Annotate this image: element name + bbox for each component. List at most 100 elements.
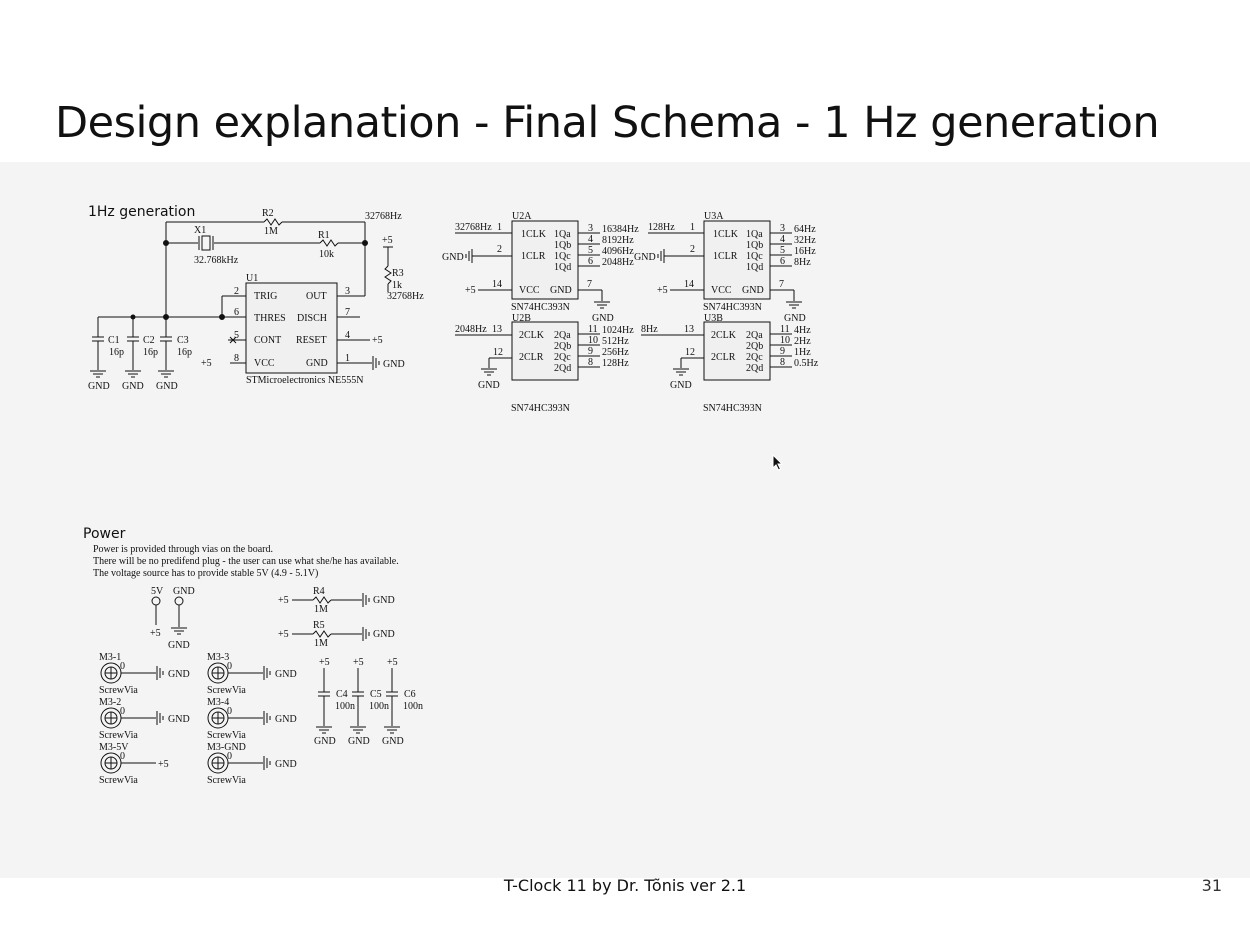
via-type: ScrewVia (207, 730, 246, 741)
via-m3-1: M3-1 0 GND ScrewVia (99, 652, 190, 696)
u3a-name: U3A (704, 211, 724, 222)
u2b-out-label: 2Qb (554, 341, 571, 352)
u1-num-vcc: 8 (234, 353, 239, 364)
u3b-out-pin: 8 (780, 357, 785, 368)
u3b-out-pin: 9 (780, 346, 785, 357)
u1-pin-cont: CONT (254, 335, 281, 346)
via-type: ScrewVia (207, 685, 246, 696)
x1-value: 32.768kHz (194, 255, 239, 266)
r4-plus: +5 (278, 595, 289, 606)
cap-c6: +5 C6 100n GND (382, 657, 423, 747)
tp-plus5: +5 (150, 628, 161, 639)
u3a-gnd-out: GND (784, 313, 806, 324)
r1-name: R1 (318, 230, 330, 241)
u2b-out-pin: 10 (588, 335, 598, 346)
slide-footer: T-Clock 11 by Dr. Tõnis ver 2.1 (503, 876, 747, 895)
u2b-part: SN74HC393N (511, 403, 570, 414)
u2a-clk-label: 1CLK (521, 229, 547, 240)
r5-name: R5 (313, 620, 325, 631)
via-pin: 0 (227, 706, 232, 717)
u2a-name: U2A (512, 211, 532, 222)
u2b-out-label: 2Qa (554, 330, 571, 341)
via-name: M3-3 (207, 652, 229, 663)
power-section-title: Power (83, 526, 126, 542)
u1-part: STMicroelectronics NE555N (246, 375, 363, 386)
via-name: M3-4 (207, 697, 229, 708)
power-desc-1: Power is provided through vias on the bo… (93, 544, 273, 555)
via-net: GND (168, 669, 190, 680)
u3b-out-freq: 1Hz (794, 347, 811, 358)
u2a-clr-pin: 2 (497, 244, 502, 255)
u3a-out-freq: 8Hz (794, 257, 811, 268)
u3a-gnd-pin: 7 (779, 279, 784, 290)
u1-vcc-plus5: +5 (201, 358, 212, 369)
cap-top: +5 (353, 657, 364, 668)
plus5-top: +5 (382, 235, 393, 246)
gen-section-title: 1Hz generation (88, 204, 195, 220)
r3-value: 1k (392, 280, 402, 291)
u1-num-gnd: 1 (345, 353, 350, 364)
cap-c5: +5 C5 100n GND (348, 657, 389, 747)
r5-plus: +5 (278, 629, 289, 640)
u1-num-cont: 5 (234, 330, 239, 341)
u2a-out-label: 1Qa (554, 229, 571, 240)
r5-gnd: GND (373, 629, 395, 640)
u3a-vcc-in: +5 (657, 285, 668, 296)
via-m3-gnd: M3-GND 0 GND ScrewVia (207, 742, 297, 786)
u2b-out-freq: 128Hz (602, 358, 629, 369)
u3a-out-freq: 64Hz (794, 224, 816, 235)
u2a-clk-pin: 1 (497, 222, 502, 233)
via-pin: 0 (120, 706, 125, 717)
c3-value: 16p (177, 347, 192, 358)
u1-pin-trig: TRIG (254, 291, 277, 302)
u2a-out-label: 1Qc (554, 251, 571, 262)
via-net: GND (275, 759, 297, 770)
via-name: M3-5V (99, 742, 129, 753)
u3b-name: U3B (704, 313, 723, 324)
u3a-outputs: 1Qa 1Qb 1Qc 1Qd 3 4 5 6 64Hz 32Hz 16Hz 8… (746, 223, 816, 273)
u3a-clr-pin: 2 (690, 244, 695, 255)
tp-gnd-label: GND (173, 586, 195, 597)
u2b-out-pin: 11 (588, 324, 598, 335)
u2b-out-freq: 512Hz (602, 336, 629, 347)
u1-gnd-label: GND (383, 359, 405, 370)
cap-value: 100n (369, 701, 389, 712)
r2-value: 1M (264, 226, 278, 237)
u3a-out-pin: 4 (780, 234, 785, 245)
u2a-out-freq: 16384Hz (602, 224, 639, 235)
u3a-part: SN74HC393N (703, 302, 762, 313)
u3a-gnd-in: GND (634, 252, 656, 263)
via-type: ScrewVia (207, 775, 246, 786)
u3b-out-label: 2Qd (746, 363, 763, 374)
u3a-in-freq: 128Hz (648, 222, 675, 233)
u2a-gnd-out: GND (592, 313, 614, 324)
cap-bottom: GND (314, 736, 336, 747)
via-pin: 0 (120, 751, 125, 762)
u2a-in-freq: 32768Hz (455, 222, 492, 233)
u2b-out-label: 2Qd (554, 363, 571, 374)
u2a-out-pin: 4 (588, 234, 593, 245)
cap-bottom: GND (382, 736, 404, 747)
u1-pin-reset: RESET (296, 335, 327, 346)
via-type: ScrewVia (99, 775, 138, 786)
u2a-vcc-label: VCC (519, 285, 540, 296)
u3a-vcc-label: VCC (711, 285, 732, 296)
u3a-out-freq: 32Hz (794, 235, 816, 246)
u3a-out-label: 1Qa (746, 229, 763, 240)
u3a-out-label: 1Qc (746, 251, 763, 262)
r2-name: R2 (262, 208, 274, 219)
tp-gnd-below: GND (168, 640, 190, 651)
u3a-gnd-label: GND (742, 285, 764, 296)
u3a-clk-pin: 1 (690, 222, 695, 233)
r3-name: R3 (392, 268, 404, 279)
u2b-clr-label: 2CLR (519, 352, 544, 363)
u3b-clr-pin: 12 (685, 347, 695, 358)
gnd-label-2: GND (122, 381, 144, 392)
u1-reset-plus5: +5 (372, 335, 383, 346)
c1-name: C1 (108, 335, 120, 346)
power-desc-3: The voltage source has to provide stable… (93, 568, 318, 579)
gnd-label-1: GND (88, 381, 110, 392)
u3b-part: SN74HC393N (703, 403, 762, 414)
cap-name: C6 (404, 689, 416, 700)
slide-title: Design explanation - Final Schema - 1 Hz… (55, 98, 1160, 148)
